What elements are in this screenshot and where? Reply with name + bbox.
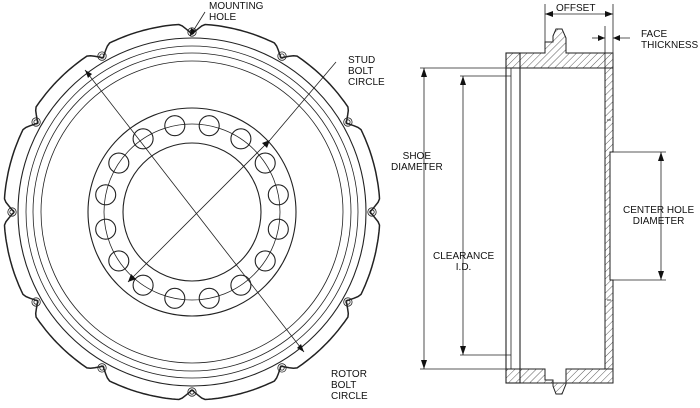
dim-arrow	[460, 76, 466, 85]
dim-arrow	[605, 11, 613, 17]
offset-label: OFFSET	[556, 3, 596, 14]
dim-arrow	[421, 68, 427, 77]
mounting-hole	[367, 207, 377, 217]
dim-arrow	[545, 11, 553, 17]
dim-arrow	[613, 35, 620, 41]
stud-hole	[132, 128, 154, 150]
mounting-hole	[97, 363, 107, 373]
stud-hole	[108, 152, 130, 174]
stud-hole	[254, 152, 276, 174]
stud-hole	[230, 274, 252, 296]
mounting-hole	[31, 117, 41, 127]
leader-arrow	[190, 28, 196, 36]
rotor-bolt-circle-leader	[84, 69, 305, 353]
mounting-hole	[99, 53, 105, 59]
mounting-hole	[33, 119, 39, 125]
stud-bolt-circle-leader	[269, 61, 337, 141]
stud-hole	[254, 250, 276, 272]
drum-face-ring	[40, 60, 344, 364]
drum-outer-ring	[17, 37, 367, 387]
dim-arrow	[598, 35, 605, 41]
drum-inner-ring	[32, 52, 352, 372]
drum-outer-scalloped-edge	[3, 23, 381, 401]
drum-front-view	[3, 11, 381, 401]
mounting-hole	[279, 365, 285, 371]
mounting-hole	[277, 51, 287, 61]
stud-holes	[95, 115, 289, 309]
mounting-hole	[343, 117, 353, 127]
mounting-hole	[277, 363, 287, 373]
stud-hole	[267, 218, 289, 240]
mounting-hole	[343, 297, 353, 307]
rotor-bolt-circle	[103, 123, 281, 301]
stud-hole	[198, 287, 220, 309]
leader-arrow	[85, 70, 92, 78]
mounting-hole	[187, 27, 197, 37]
stud-hole	[132, 274, 154, 296]
dim-arrow	[658, 271, 664, 280]
dim-arrow	[421, 360, 427, 369]
mounting-hole	[7, 207, 17, 217]
leader-arrow	[262, 140, 270, 148]
mounting-hole	[345, 119, 351, 125]
mounting-hole	[187, 387, 197, 397]
leader-arrow	[297, 344, 304, 352]
stud-hole	[198, 115, 220, 137]
mounting-hole	[31, 297, 41, 307]
mounting-hole	[279, 53, 285, 59]
drum-shoe-ring	[25, 45, 359, 379]
drum-side-section	[420, 4, 666, 395]
stud-hole	[164, 287, 186, 309]
stud-bolt-circle-diameter-line	[127, 139, 271, 283]
dim-arrow	[658, 152, 664, 161]
top-flange-section	[505, 28, 614, 69]
stud-hole	[164, 115, 186, 137]
mounting-hole	[33, 299, 39, 305]
stud-hole	[95, 218, 117, 240]
mounting-holes	[7, 27, 377, 397]
drum-wall-left	[505, 52, 521, 384]
mounting-hole	[345, 299, 351, 305]
stud-hole	[267, 184, 289, 206]
dim-arrow	[460, 346, 466, 355]
mounting-hole	[99, 365, 105, 371]
center-hole	[122, 142, 262, 282]
stud-hole	[95, 184, 117, 206]
mounting-hole	[97, 51, 107, 61]
stud-hole	[108, 250, 130, 272]
drum-hub-ring	[87, 107, 297, 317]
mounting-hole	[189, 389, 195, 395]
mounting-hole	[9, 209, 15, 215]
mounting-hole	[369, 209, 375, 215]
leader-arrow	[128, 274, 136, 282]
stud-hole	[230, 128, 252, 150]
bottom-flange-section	[505, 368, 614, 395]
face-plate-section	[604, 67, 614, 370]
